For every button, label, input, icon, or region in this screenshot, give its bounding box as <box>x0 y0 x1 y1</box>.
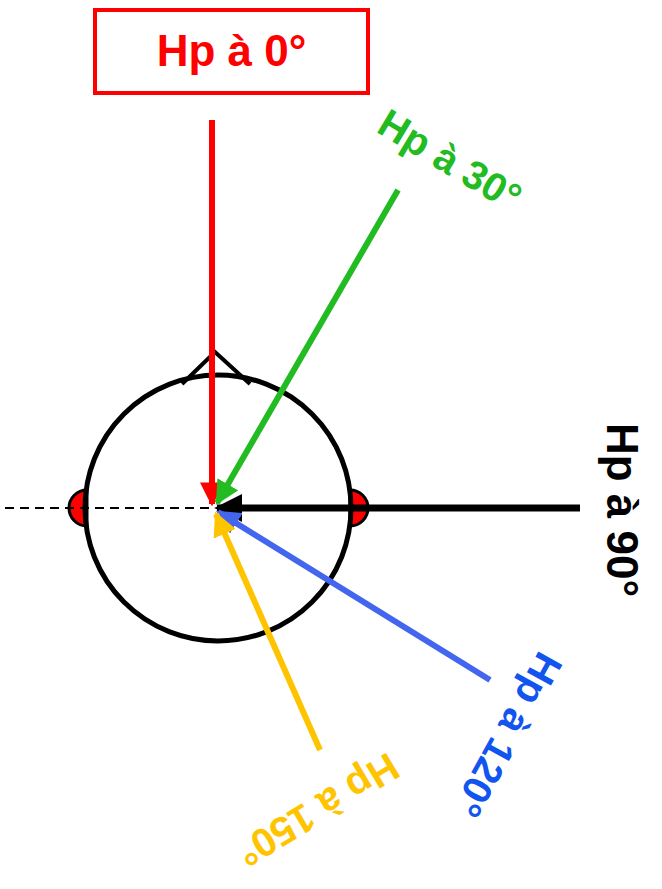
axis-line <box>5 507 212 509</box>
angle-label: Hp à 150° <box>229 745 406 876</box>
arrow-90deg <box>217 505 580 512</box>
arrow-30deg <box>217 190 398 503</box>
title-box: Hp à 0° <box>93 8 370 95</box>
arrow-120deg <box>218 512 490 680</box>
arrow-150deg <box>216 514 320 750</box>
angle-label: Hp à 120° <box>445 645 571 824</box>
box-label: Hp à 0° <box>157 27 307 75</box>
arrow-0deg <box>209 120 215 504</box>
angle-label: Hp à 90° <box>598 423 646 597</box>
